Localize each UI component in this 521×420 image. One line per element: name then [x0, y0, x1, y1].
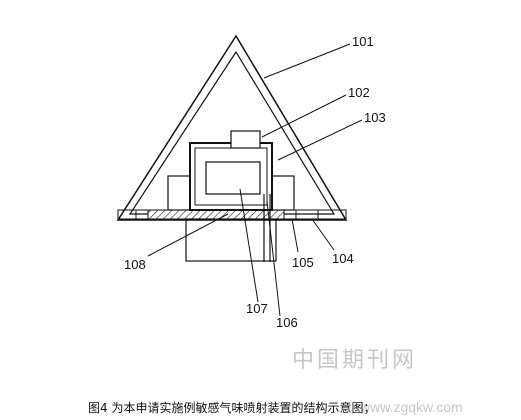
- watermark-text: 中国期刊网: [292, 348, 417, 373]
- inner-core: [205, 161, 261, 195]
- outer-housing-triangle: [116, 34, 348, 221]
- label-104: 104: [332, 251, 354, 266]
- label-108: 108: [124, 257, 146, 272]
- nozzle-module: [230, 130, 261, 149]
- figure-caption: 图4 为本申请实施例敏感气味喷射装置的结构示意图；: [88, 400, 375, 415]
- leader-lines: [147, 43, 363, 317]
- label-102: 102: [348, 85, 370, 100]
- label-106: 106: [276, 315, 298, 330]
- label-105: 105: [292, 255, 314, 270]
- label-101: 101: [352, 34, 374, 49]
- watermark-url: www.zgqkw.com: [359, 399, 463, 415]
- label-103: 103: [364, 110, 386, 125]
- lower-base-block: [185, 218, 277, 262]
- label-107: 107: [246, 301, 268, 316]
